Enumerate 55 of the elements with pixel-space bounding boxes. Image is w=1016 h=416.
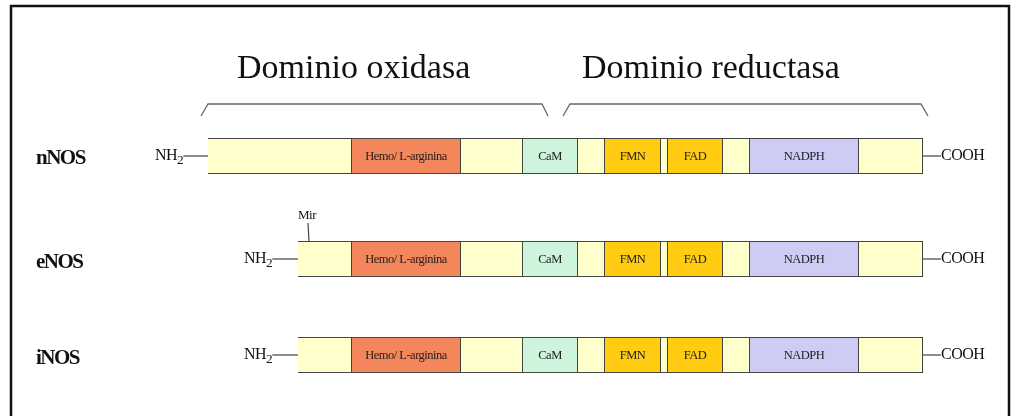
linker-segment [578,139,605,173]
calmodulin-domain: CaM [523,338,578,372]
terminus-label: NH$_{2}$ [244,345,273,368]
linker-segment [723,242,750,276]
leader-line [922,258,942,260]
linker-segment [859,242,921,276]
linker-segment [859,338,921,372]
leader-line [307,222,310,243]
linker-segment [578,338,605,372]
linker-segment [661,139,668,173]
linker-segment [461,242,523,276]
terminus-label: NH$_{2}$ [244,249,273,272]
protein-bar [208,138,923,174]
fmn-domain: FMN [605,338,661,372]
protein-bar [298,337,923,373]
fad-domain: FAD [668,242,723,276]
heme-domain: Hemo/ L-arginina [352,139,461,173]
terminus-label: COOH [941,249,985,267]
terminus-label: COOH [941,146,985,164]
isoform-label: eNOS [36,249,83,274]
nadph-domain: NADPH [750,338,859,372]
nadph-domain: NADPH [750,139,859,173]
heme-domain: Hemo/ L-arginina [352,338,461,372]
linker-segment [859,139,921,173]
leader-line [922,155,942,157]
linker-segment [461,139,523,173]
leader-line [922,354,942,356]
domain-heading: Dominio oxidasa [237,48,471,86]
isoform-label: iNOS [36,345,79,370]
nadph-domain: NADPH [750,242,859,276]
site-label: Mir [298,207,316,223]
leader-line [271,258,299,260]
heme-domain: Hemo/ L-arginina [352,242,461,276]
protein-bar [298,241,923,277]
linker-segment [661,242,668,276]
linker-segment [578,242,605,276]
linker-segment [461,338,523,372]
fmn-domain: FMN [605,139,661,173]
calmodulin-domain: CaM [523,242,578,276]
terminus-label: COOH [941,345,985,363]
leader-line [182,155,209,157]
fad-domain: FAD [668,338,723,372]
linker-segment [208,139,352,173]
linker-segment [723,139,750,173]
terminus-label: NH$_{2}$ [155,146,184,169]
linker-segment [298,338,352,372]
linker-segment [298,242,352,276]
linker-segment [723,338,750,372]
calmodulin-domain: CaM [523,139,578,173]
linker-segment [661,338,668,372]
fmn-domain: FMN [605,242,661,276]
fad-domain: FAD [668,139,723,173]
isoform-label: nNOS [36,145,85,170]
domain-heading: Dominio reductasa [582,48,840,86]
leader-line [271,354,299,356]
